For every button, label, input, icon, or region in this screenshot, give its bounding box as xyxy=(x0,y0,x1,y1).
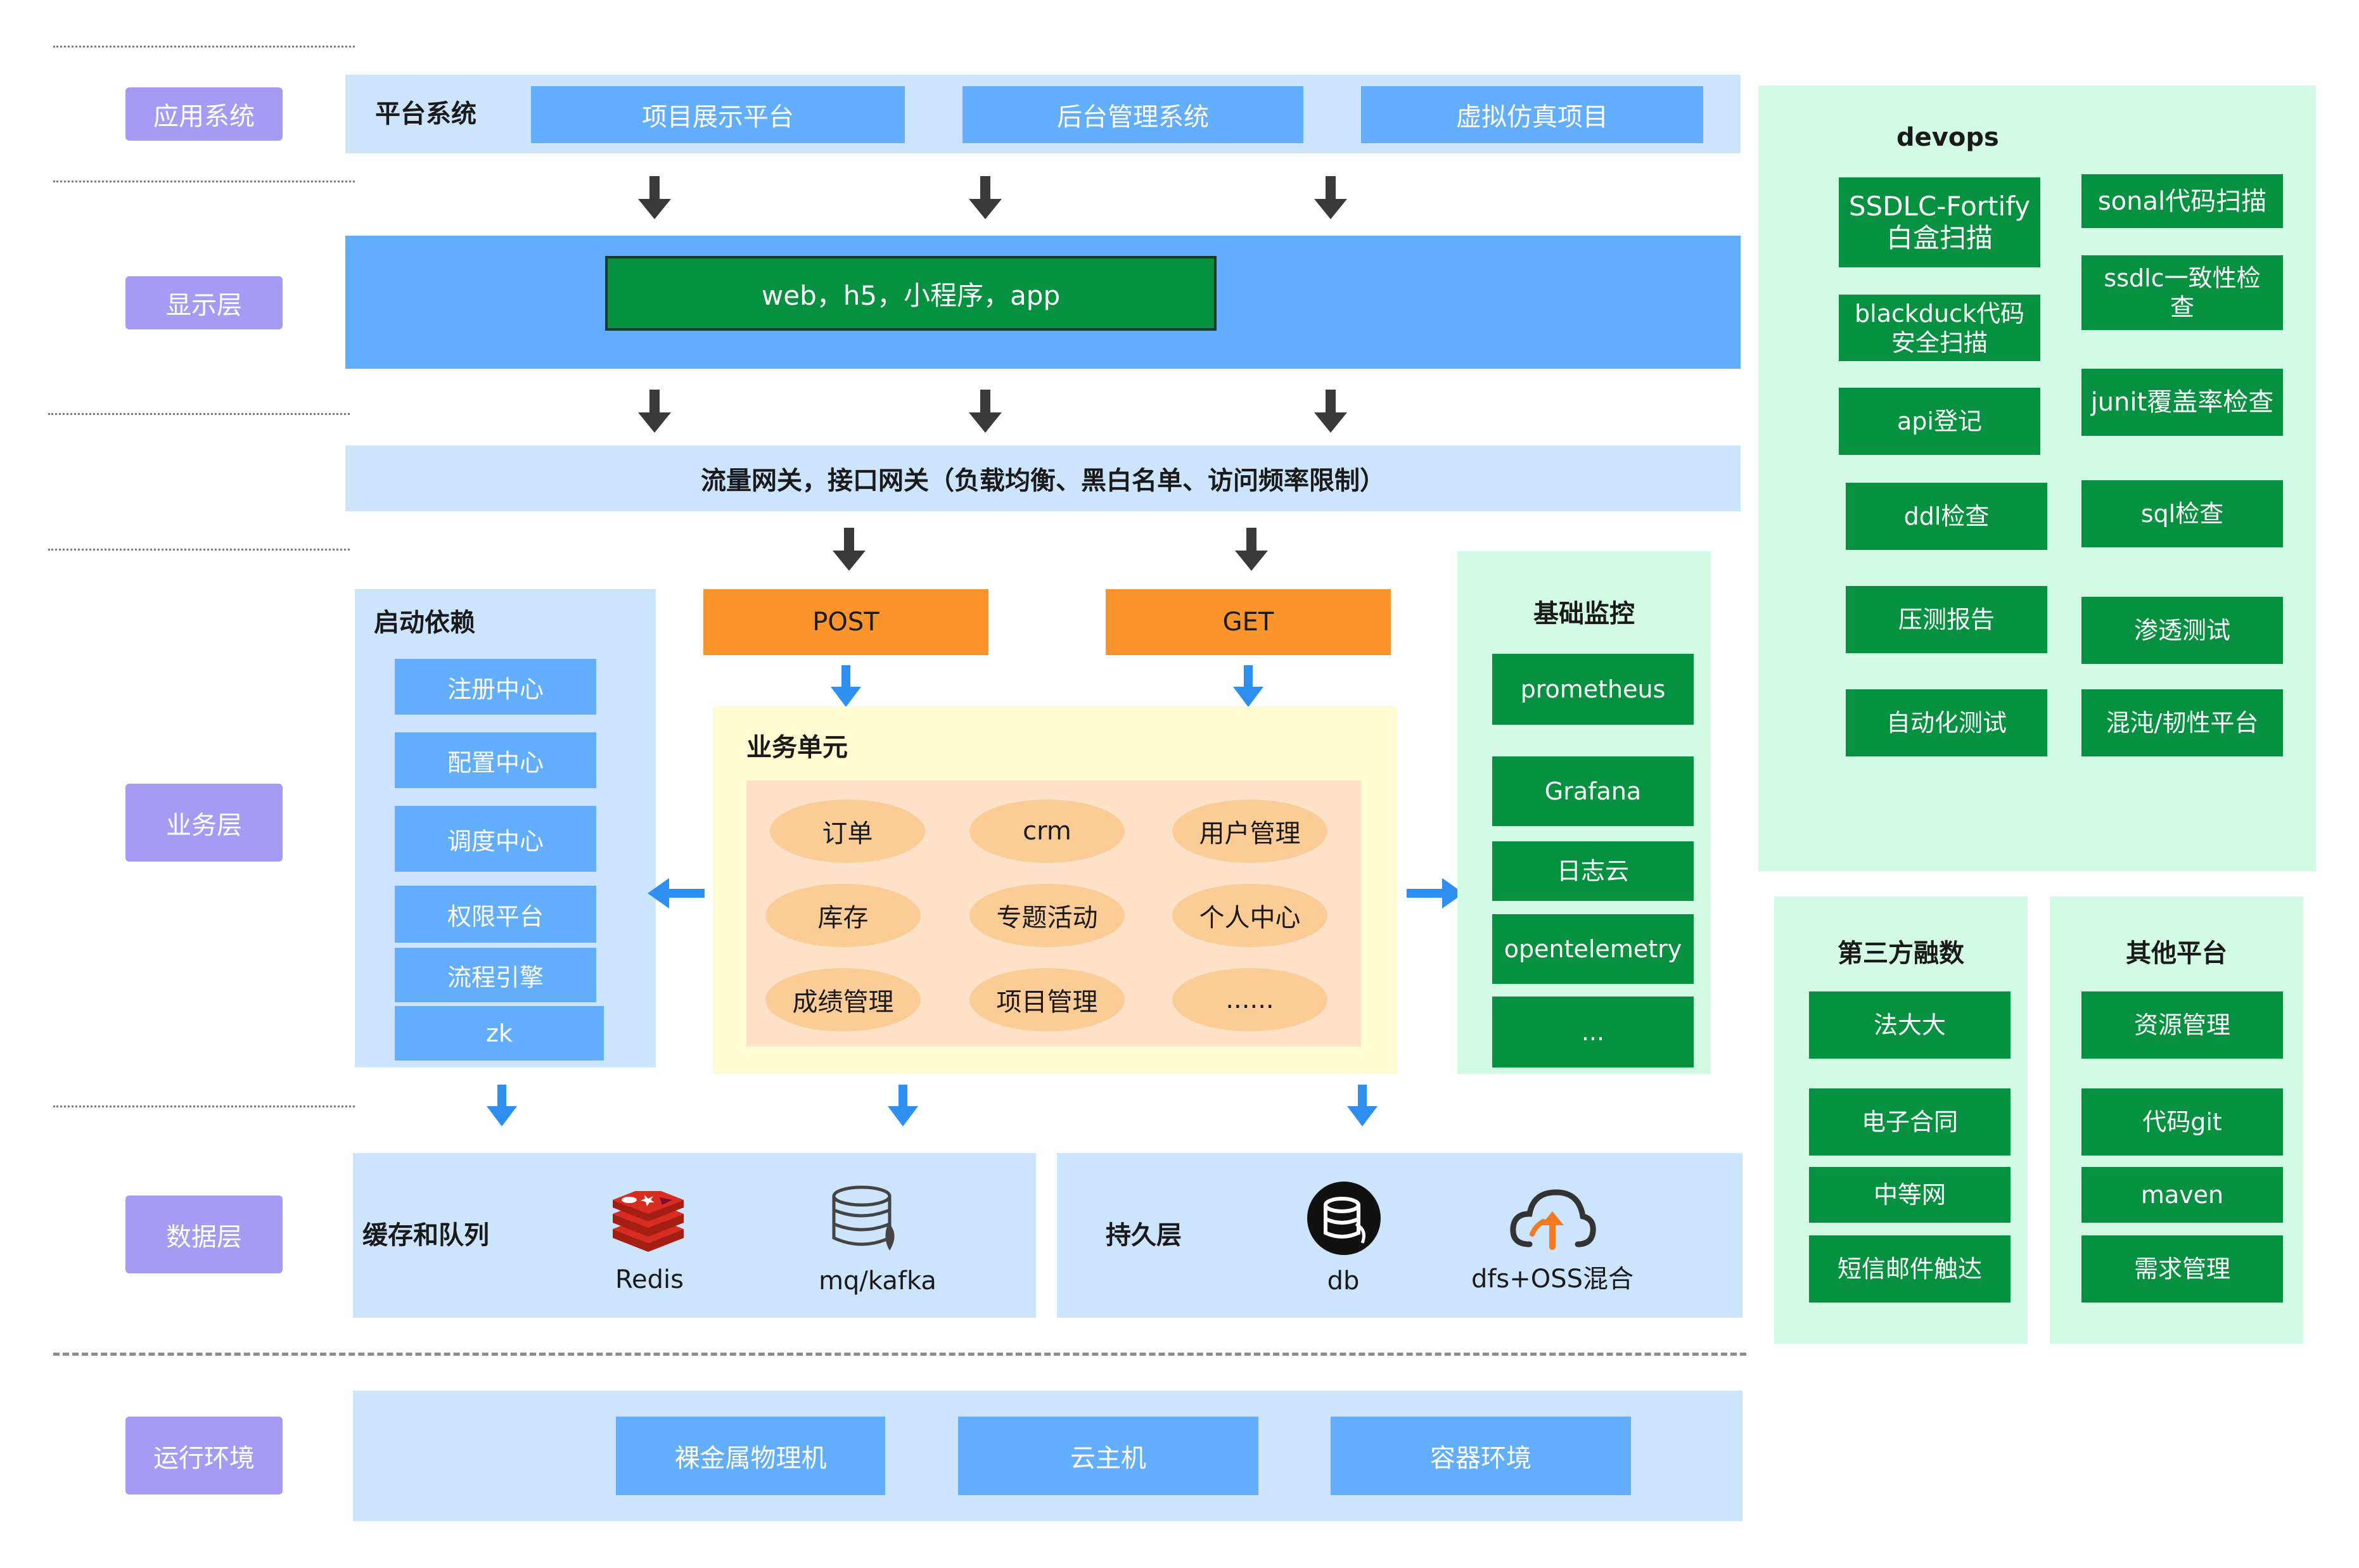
down-arrow-icon xyxy=(1314,390,1347,433)
down-arrow-icon xyxy=(638,176,671,219)
third-party-fadada: 法大大 xyxy=(1809,991,2011,1059)
other-maven: maven xyxy=(2081,1167,2283,1223)
devops-chaos-platform: 混沌/韧性平台 xyxy=(2081,689,2283,756)
redis-icon xyxy=(613,1191,684,1252)
devops-ssdlc-fortify: SSDLC-Fortify 白盒扫描 xyxy=(1839,177,2040,267)
database-icon xyxy=(832,1185,895,1251)
down-arrow-icon xyxy=(969,390,1002,433)
dep-config-center: 配置中心 xyxy=(395,732,596,788)
devops-sonar-scan: sonal代码扫描 xyxy=(2081,174,2283,228)
devops-automation-test: 自动化测试 xyxy=(1846,689,2047,756)
db-icon xyxy=(1307,1182,1381,1255)
business-units-title: 业务单元 xyxy=(746,733,848,762)
dfs-oss-label: dfs+OSS混合 xyxy=(1471,1265,1634,1294)
layer-label-data: 数据层 xyxy=(125,1195,283,1273)
devops-ssdlc-consistency: ssdlc一致性检 查 xyxy=(2081,255,2283,330)
left-arrow-icon xyxy=(648,878,705,908)
dep-scheduler-center: 调度中心 xyxy=(395,806,596,872)
devops-stress-report: 压测报告 xyxy=(1846,586,2047,653)
down-arrow-icon xyxy=(888,1085,918,1126)
down-arrow-icon xyxy=(1314,176,1347,219)
monitoring-title: 基础监控 xyxy=(1533,599,1635,628)
other-code-git: 代码git xyxy=(2081,1088,2283,1156)
unit-personal-center: 个人中心 xyxy=(1172,884,1327,947)
client-types-box: web，h5，小程序，app xyxy=(605,256,1217,331)
layer-label-app: 应用系统 xyxy=(125,87,283,141)
http-post-box: POST xyxy=(703,589,988,655)
startup-deps-title: 启动依赖 xyxy=(374,608,475,637)
cache-queue-panel xyxy=(353,1153,1036,1318)
runtime-container: 容器环境 xyxy=(1331,1417,1631,1495)
persistence-panel xyxy=(1057,1153,1742,1318)
app-item-display-platform: 项目展示平台 xyxy=(531,86,905,143)
third-party-sms-email: 短信邮件触达 xyxy=(1809,1235,2011,1303)
unit-more: ...... xyxy=(1172,968,1327,1031)
separator-line xyxy=(53,1106,355,1107)
redis-label: Redis xyxy=(615,1265,684,1294)
gateway-band: 流量网关，接口网关（负载均衡、黑白名单、访问频率限制） xyxy=(345,445,1741,511)
app-item-admin-system: 后台管理系统 xyxy=(962,86,1303,143)
down-arrow-icon xyxy=(1347,1085,1378,1126)
unit-campaign: 专题活动 xyxy=(969,884,1125,947)
layer-label-display: 显示层 xyxy=(125,276,283,329)
down-arrow-icon xyxy=(638,390,671,433)
third-party-e-contract: 电子合同 xyxy=(1809,1088,2011,1156)
http-get-box: GET xyxy=(1106,589,1391,655)
down-arrow-icon xyxy=(833,528,866,571)
unit-project-management: 项目管理 xyxy=(969,968,1125,1031)
monitor-log-cloud: 日志云 xyxy=(1492,841,1694,901)
cloud-upload-icon xyxy=(1510,1189,1596,1250)
cache-queue-title: 缓存和队列 xyxy=(362,1221,489,1250)
other-requirements-management: 需求管理 xyxy=(2081,1235,2283,1303)
devops-penetration-test: 渗透测试 xyxy=(2081,597,2283,664)
unit-crm: crm xyxy=(969,800,1125,863)
devops-api-registry: api登记 xyxy=(1839,388,2040,455)
down-arrow-icon xyxy=(831,665,861,707)
runtime-cloud-host: 云主机 xyxy=(958,1417,1258,1495)
separator-line xyxy=(48,413,350,415)
down-arrow-icon xyxy=(1233,665,1263,707)
monitor-grafana: Grafana xyxy=(1492,756,1694,826)
third-party-zhongdeng: 中等网 xyxy=(1809,1167,2011,1223)
devops-blackduck: blackduck代码 安全扫描 xyxy=(1839,295,2040,361)
third-party-title: 第三方融数 xyxy=(1838,939,1964,968)
separator-line xyxy=(53,181,355,182)
app-layer-title: 平台系统 xyxy=(375,99,476,129)
unit-user-management: 用户管理 xyxy=(1172,800,1327,863)
unit-grade-management: 成绩管理 xyxy=(765,968,921,1031)
separator-line xyxy=(53,46,355,48)
runtime-bare-metal: 裸金属物理机 xyxy=(616,1417,885,1495)
mq-kafka-label: mq/kafka xyxy=(819,1266,937,1296)
layer-label-runtime: 运行环境 xyxy=(125,1417,283,1495)
devops-sql-check: sql检查 xyxy=(2081,480,2283,547)
devops-junit-coverage: junit覆盖率检查 xyxy=(2081,369,2283,436)
down-arrow-icon xyxy=(1235,528,1268,571)
other-platforms-title: 其他平台 xyxy=(2126,939,2227,968)
layer-label-business: 业务层 xyxy=(125,784,283,862)
app-item-simulation-project: 虚拟仿真项目 xyxy=(1361,86,1703,143)
down-arrow-icon xyxy=(487,1085,517,1126)
down-arrow-icon xyxy=(969,176,1002,219)
monitor-prometheus: prometheus xyxy=(1492,654,1694,725)
unit-inventory: 库存 xyxy=(765,884,921,947)
devops-title: devops xyxy=(1896,123,1999,152)
monitor-more: ... xyxy=(1492,997,1694,1068)
dep-workflow-engine: 流程引擎 xyxy=(395,948,596,1002)
right-arrow-icon xyxy=(1407,878,1464,908)
persistence-title: 持久层 xyxy=(1106,1221,1182,1250)
unit-order: 订单 xyxy=(770,800,925,863)
separator-line xyxy=(48,549,350,551)
dep-zk: zk xyxy=(395,1006,604,1061)
other-resource-management: 资源管理 xyxy=(2081,991,2283,1059)
devops-ddl-check: ddl检查 xyxy=(1846,483,2047,550)
runtime-separator-dashed xyxy=(53,1353,1746,1356)
monitor-opentelemetry: opentelemetry xyxy=(1492,914,1694,984)
dep-registry-center: 注册中心 xyxy=(395,659,596,715)
db-label: db xyxy=(1327,1266,1360,1296)
dep-permission-platform: 权限平台 xyxy=(395,886,596,943)
